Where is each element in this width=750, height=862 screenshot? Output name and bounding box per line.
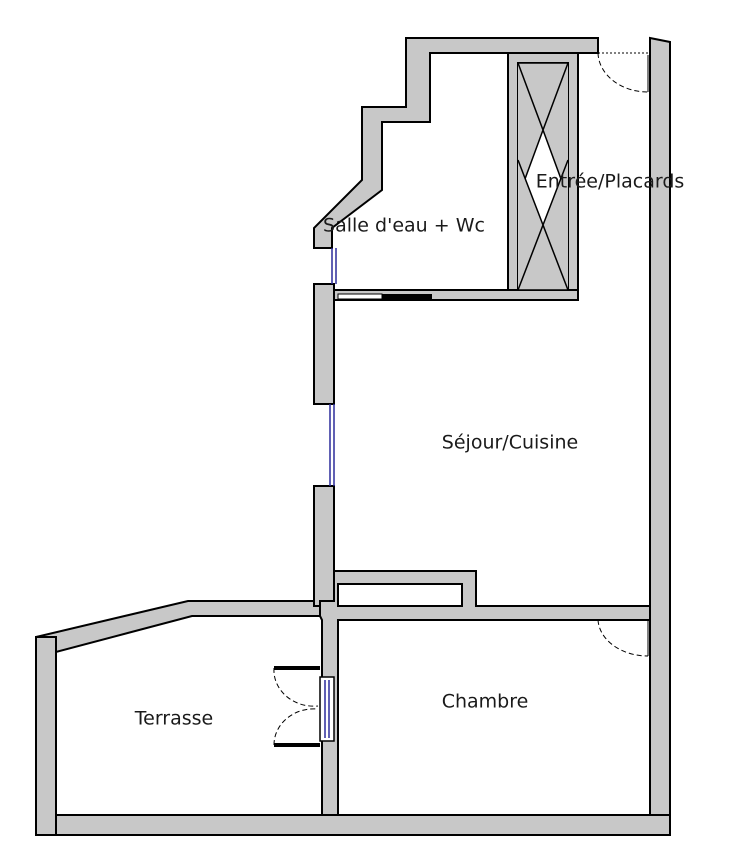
openings: [273, 52, 650, 747]
wall-sejour-left-upper: [313, 283, 335, 405]
placard-cross-bottom: [516, 159, 570, 291]
wall-sejour-left-lower: [313, 485, 335, 607]
label-terrasse: Terrasse: [134, 708, 214, 730]
wall-terrasse-slanted: [35, 600, 321, 654]
walls: [35, 36, 671, 836]
door-chambre-swing: [597, 619, 649, 657]
door-entree-swing: [597, 52, 649, 93]
placard-cross-top: [516, 62, 570, 199]
label-chambre: Chambre: [442, 691, 529, 713]
wall-left-exterior: [35, 636, 57, 836]
door-terrasse-swing-top: [273, 667, 319, 707]
label-salle-eau: Salle d'eau + Wc: [323, 215, 485, 237]
door-terrasse-frame: [319, 676, 335, 742]
label-sejour: Séjour/Cuisine: [442, 432, 578, 454]
door-salle-eau-leaf: [382, 294, 432, 301]
placard-crosses: [516, 62, 570, 291]
wall-right-exterior: [649, 36, 671, 836]
room-labels: Salle d'eau + Wc Entrée/Placards Séjour/…: [134, 171, 685, 730]
door-terrasse-swing-bottom: [273, 708, 319, 746]
wall-bottom-exterior: [35, 814, 671, 836]
door-salle-eau-sliding: [337, 293, 383, 300]
label-entree: Entrée/Placards: [536, 171, 685, 193]
alcove-interior: [337, 583, 463, 607]
